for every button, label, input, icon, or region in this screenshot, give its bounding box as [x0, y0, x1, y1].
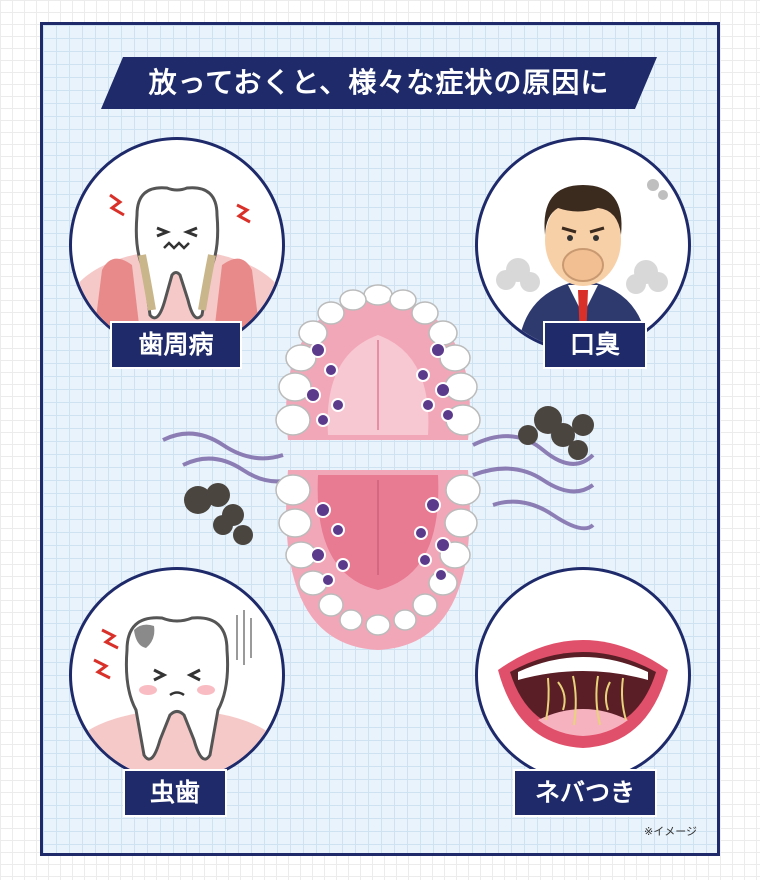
gum-disease-tooth-icon [72, 186, 282, 350]
label-gum-disease: 歯周病 [110, 321, 242, 369]
page-title: 放っておくと、様々な症状の原因に [148, 66, 610, 99]
cavity-circle [69, 567, 285, 783]
banner-shape [101, 57, 657, 109]
label-cavity: 虫歯 [123, 769, 227, 817]
title-banner: 放っておくと、様々な症状の原因に [101, 57, 657, 109]
cavity-tooth-icon [72, 610, 282, 780]
gum-disease-circle [69, 137, 285, 353]
sticky-mouth-icon [498, 640, 668, 748]
sticky-circle [475, 567, 691, 783]
image-note: ※イメージ [644, 825, 697, 838]
label-bad-breath: 口臭 [543, 321, 647, 369]
infographic-panel: 放っておくと、様々な症状の原因に 歯周病 [40, 22, 720, 856]
mouth-bacteria-illustration [162, 284, 595, 650]
label-sticky: ネバつき [513, 769, 657, 817]
